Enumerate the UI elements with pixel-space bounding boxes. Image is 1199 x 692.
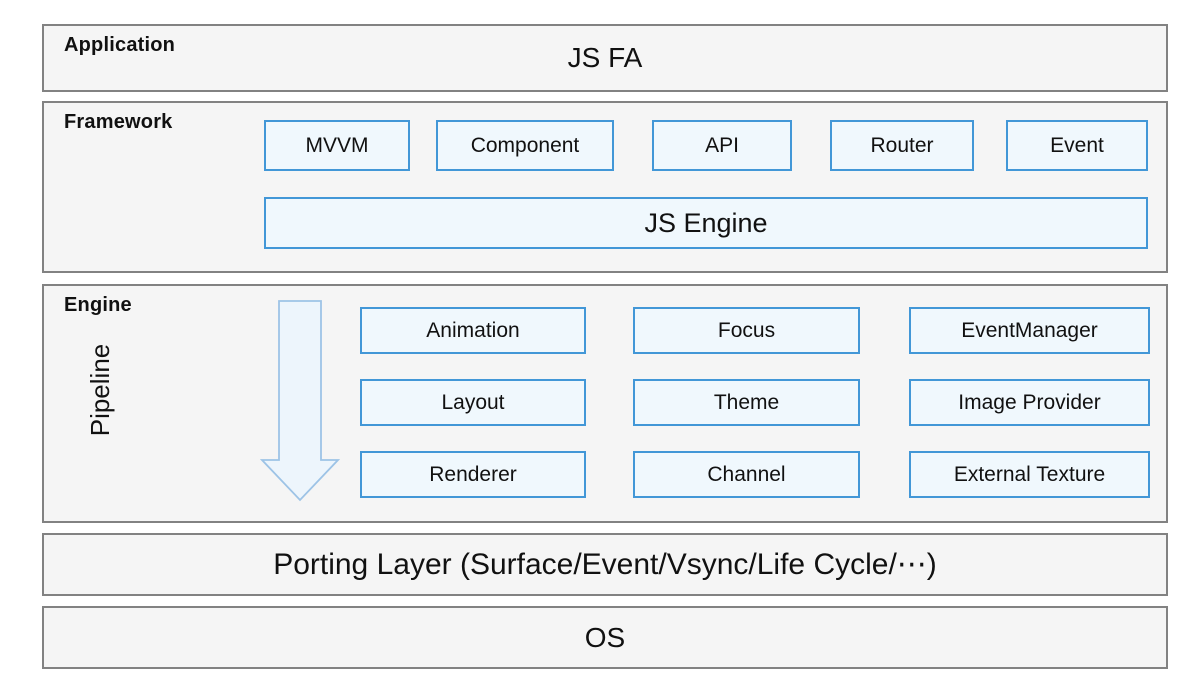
framework-box-event: Event bbox=[1006, 120, 1148, 171]
framework-box-api: API bbox=[652, 120, 792, 171]
layer-os: OS bbox=[42, 606, 1168, 669]
engine-box-channel: Channel bbox=[633, 451, 860, 498]
application-layer-title: Application bbox=[64, 34, 176, 56]
application-content-label: JS FA bbox=[567, 42, 643, 73]
layer-porting: Porting Layer (Surface/Event/Vsync/Life … bbox=[42, 533, 1168, 596]
os-label: OS bbox=[584, 621, 626, 653]
framework-box-js-engine: JS Engine bbox=[264, 197, 1148, 249]
engine-box-renderer: Renderer bbox=[360, 451, 586, 498]
framework-layer-title: Framework bbox=[64, 111, 173, 133]
engine-box-animation: Animation bbox=[360, 307, 586, 354]
framework-box-router: Router bbox=[830, 120, 974, 171]
engine-box-image-provider: Image Provider bbox=[909, 379, 1150, 426]
engine-box-theme: Theme bbox=[633, 379, 860, 426]
pipeline-label: Pipeline bbox=[85, 343, 115, 437]
framework-box-mvvm: MVVM bbox=[264, 120, 410, 171]
engine-box-focus: Focus bbox=[633, 307, 860, 354]
engine-box-external-texture: External Texture bbox=[909, 451, 1150, 498]
layer-application: Application JS FA bbox=[42, 24, 1168, 92]
engine-box-layout: Layout bbox=[360, 379, 586, 426]
layer-engine: Engine Pipeline Animation Focus EventMan… bbox=[42, 284, 1168, 523]
pipeline-down-arrow-icon bbox=[260, 300, 340, 502]
layer-framework: Framework MVVM Component API Router Even… bbox=[42, 101, 1168, 273]
engine-layer-title: Engine bbox=[64, 294, 132, 316]
engine-box-eventmanager: EventManager bbox=[909, 307, 1150, 354]
porting-layer-label: Porting Layer (Surface/Event/Vsync/Life … bbox=[273, 548, 937, 581]
framework-box-component: Component bbox=[436, 120, 614, 171]
